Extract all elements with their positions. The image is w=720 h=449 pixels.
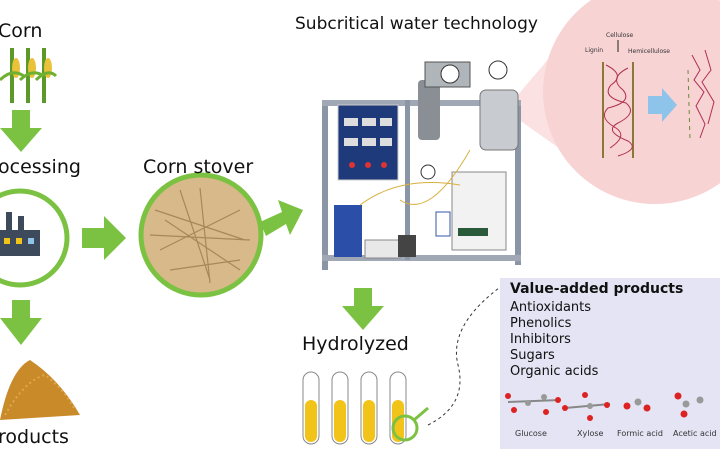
magnifier-icon <box>391 414 419 442</box>
processing-label: ocessing <box>0 156 81 178</box>
product-item: Organic acids <box>510 364 599 379</box>
stover-texture <box>149 187 251 284</box>
molecule-label: Xylose <box>577 429 604 438</box>
acetic-acid-molecule-icon <box>674 392 704 418</box>
blue-arrow-icon <box>648 88 677 122</box>
subcritical-water-apparatus <box>322 60 521 270</box>
products-title: Value-added products <box>510 281 684 297</box>
broken-fiber <box>687 49 715 141</box>
fiber-structure <box>602 40 634 158</box>
product-item: Phenolics <box>510 316 572 331</box>
arrow-right-icon <box>260 200 303 236</box>
products-panel <box>500 278 720 449</box>
products-list: Antioxidants Phenolics Inhibitors Sugars… <box>510 300 598 380</box>
formic-acid-molecule-icon <box>623 398 651 412</box>
arrow-down-icon <box>342 288 384 330</box>
product-item: Sugars <box>510 348 555 363</box>
product-item: Inhibitors <box>510 332 571 347</box>
xylose-molecule-icon <box>562 392 611 421</box>
corn-stover-circle <box>138 172 264 298</box>
molecule-label: Glucose <box>515 429 547 438</box>
test-tubes <box>302 284 504 445</box>
arrow-down-icon <box>0 110 42 152</box>
corn-plants-icon <box>0 48 58 103</box>
glucose-molecule-icon <box>505 393 561 415</box>
hydrolyzed-label: Hydrolyzed <box>302 333 409 355</box>
factory-icon <box>0 212 40 256</box>
product-item: Antioxidants <box>510 300 592 315</box>
molecule-label: Acetic acid <box>673 429 717 438</box>
molecule-models <box>505 392 704 421</box>
zoom-bubble <box>543 0 720 204</box>
grains-pile-icon <box>0 360 80 420</box>
arrow-down-icon <box>0 300 42 345</box>
cellulose-label: Cellulose <box>606 32 634 39</box>
dashed-connector <box>427 284 504 426</box>
molecule-label: Formic acid <box>617 429 663 438</box>
technology-title: Subcritical water technology <box>295 14 538 34</box>
corn-stover-label: Corn stover <box>143 156 254 178</box>
arrow-right-icon <box>82 216 126 260</box>
corn-label: Corn <box>0 20 43 42</box>
hemicellulose-label: Hemicellulose <box>628 48 670 55</box>
lignin-label: Lignin <box>585 47 604 54</box>
byproducts-label: roducts <box>0 426 69 448</box>
